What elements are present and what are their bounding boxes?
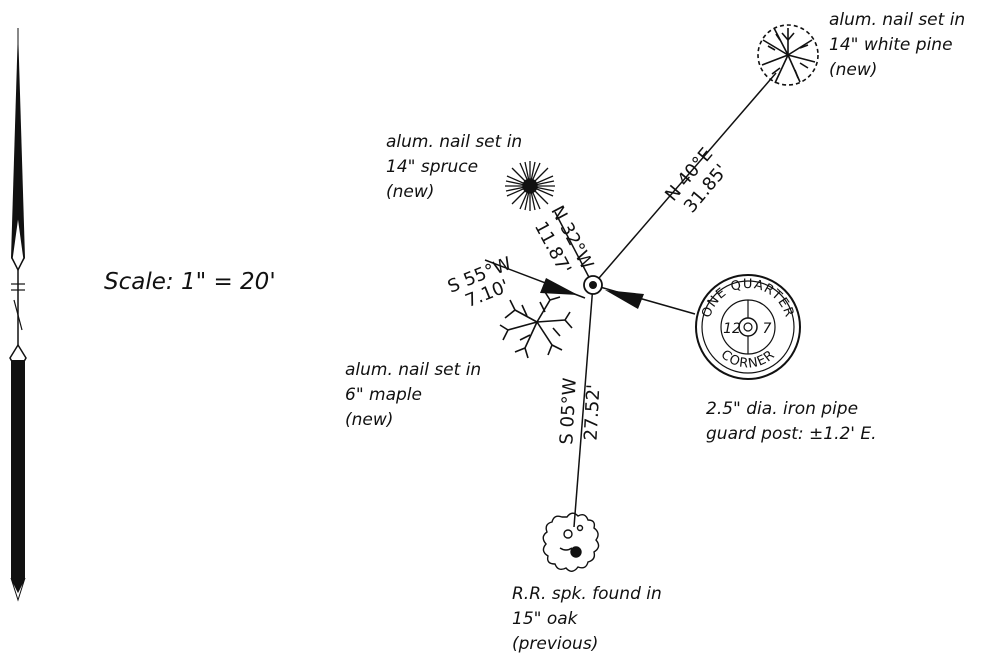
monument-arrowhead <box>605 290 644 309</box>
measurement-lines <box>484 72 777 528</box>
svg-text:2.5" dia. iron pipe: 2.5" dia. iron pipe <box>706 399 858 419</box>
svg-text:alum. nail set in: alum. nail set in <box>829 10 965 30</box>
monument-right-number: 7 <box>763 321 772 337</box>
oak-distance: 27.52' <box>581 384 605 442</box>
spruce-label: alum. nail set in 14" spruce (new) <box>386 132 522 202</box>
scale-label: Scale: 1" = 20' <box>104 269 276 295</box>
svg-text:(new): (new) <box>386 182 434 202</box>
svg-text:(previous): (previous) <box>512 634 598 654</box>
white-pine-measurement: N 40°E 31.85' <box>661 144 732 217</box>
monument-left-number: 12 <box>723 321 741 337</box>
spruce-measurement: N 32°W 11.87' <box>530 202 597 278</box>
svg-text:15" oak: 15" oak <box>512 609 579 629</box>
svg-text:R.R. spk. found in: R.R. spk. found in <box>512 584 662 604</box>
oak-tree-icon <box>542 512 600 572</box>
north-arrow-icon <box>9 28 27 602</box>
quarter-corner-monument-icon <box>695 274 801 380</box>
oak-measurement: S 05°W 27.52' <box>556 377 605 445</box>
maple-arrowhead <box>540 278 578 295</box>
maple-tree-icon <box>499 291 573 359</box>
svg-text:6" maple: 6" maple <box>345 385 422 405</box>
survey-point-icon <box>583 275 603 295</box>
oak-label: R.R. spk. found in 15" oak (previous) <box>512 584 662 654</box>
white-pine-tree-icon <box>757 24 819 86</box>
svg-text:(new): (new) <box>829 60 877 80</box>
svg-text:alum. nail set in: alum. nail set in <box>345 360 481 380</box>
spruce-tree-icon <box>505 161 555 211</box>
svg-text:guard post: ±1.2' E.: guard post: ±1.2' E. <box>706 424 877 444</box>
svg-text:14" white pine: 14" white pine <box>829 35 953 55</box>
white-pine-label: alum. nail set in 14" white pine (new) <box>829 10 965 80</box>
maple-measurement: S 55°W 7.10' <box>445 253 515 312</box>
svg-text:(new): (new) <box>345 410 393 430</box>
svg-text:alum. nail set in: alum. nail set in <box>386 132 522 152</box>
maple-label: alum. nail set in 6" maple (new) <box>345 360 481 430</box>
monument-description: 2.5" dia. iron pipe guard post: ±1.2' E. <box>706 399 877 444</box>
oak-bearing: S 05°W <box>556 377 580 445</box>
svg-text:14" spruce: 14" spruce <box>386 157 478 177</box>
